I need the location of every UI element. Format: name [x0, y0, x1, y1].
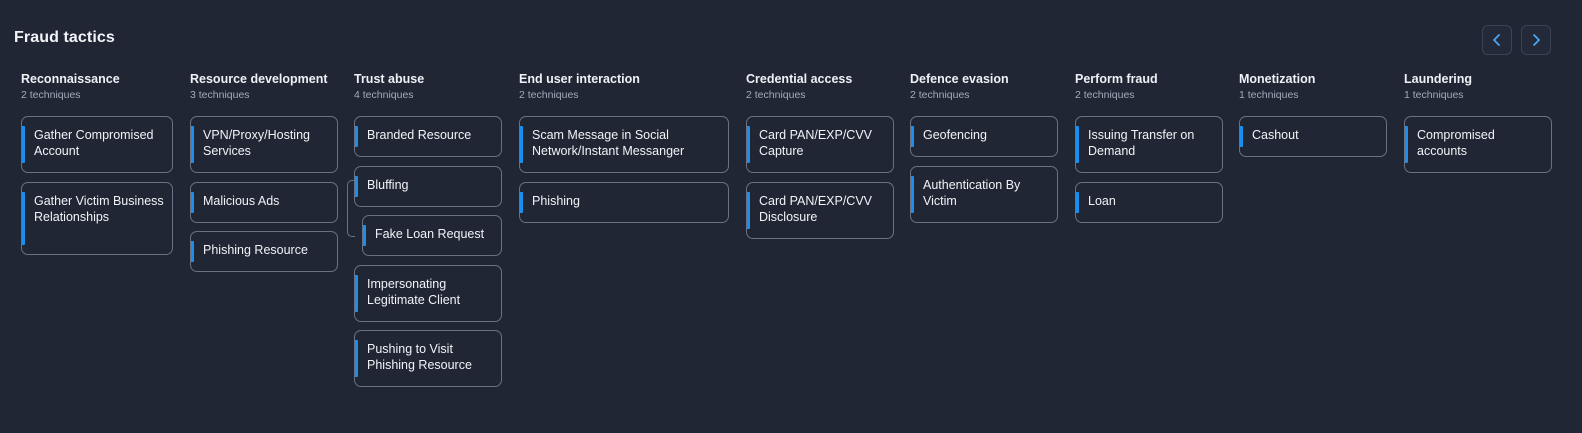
tactic-technique-count: 2 techniques — [519, 89, 579, 101]
technique-card[interactable]: Impersonating Legitimate Client — [354, 265, 502, 322]
tactic-technique-count: 1 techniques — [1404, 89, 1464, 101]
technique-card[interactable]: Scam Message in Social Network/Instant M… — [519, 116, 729, 173]
technique-label: Fake Loan Request — [375, 227, 485, 241]
technique-label: Phishing — [532, 194, 580, 208]
technique-label: Bluffing — [367, 178, 409, 192]
technique-card[interactable]: Issuing Transfer on Demand — [1075, 116, 1223, 173]
technique-card[interactable]: Card PAN/EXP/CVV Disclosure — [746, 182, 894, 239]
tactic-technique-count: 3 techniques — [190, 89, 250, 101]
technique-label: Malicious Ads — [203, 194, 280, 208]
next-button[interactable] — [1521, 25, 1551, 55]
technique-card[interactable]: Gather Victim Business Relationships — [21, 182, 173, 255]
tactic-technique-count: 2 techniques — [21, 89, 81, 101]
technique-label: Scam Message in Social Network/Instant M… — [532, 128, 685, 158]
tactic-title: Reconnaissance — [21, 72, 120, 86]
chevron-right-icon — [1529, 33, 1543, 47]
sub-technique-connector — [347, 180, 355, 237]
previous-button[interactable] — [1482, 25, 1512, 55]
technique-label: Card PAN/EXP/CVV Disclosure — [759, 194, 873, 224]
tactic-title: Defence evasion — [910, 72, 1009, 86]
technique-label: Pushing to Visit Phishing Resource — [367, 342, 472, 372]
technique-label: Cashout — [1252, 128, 1299, 142]
technique-card[interactable]: Compromised accounts — [1404, 116, 1552, 173]
technique-card[interactable]: Cashout — [1239, 116, 1387, 157]
technique-label: Branded Resource — [367, 128, 472, 142]
technique-card[interactable]: Phishing — [519, 182, 729, 223]
tactic-technique-count: 2 techniques — [1075, 89, 1135, 101]
technique-card[interactable]: Loan — [1075, 182, 1223, 223]
tactic-title: Credential access — [746, 72, 853, 86]
technique-card[interactable]: Authentication By Victim — [910, 166, 1058, 223]
technique-label: Gather Compromised Account — [34, 128, 154, 158]
technique-label: Authentication By Victim — [923, 178, 1021, 208]
technique-label: Issuing Transfer on Demand — [1088, 128, 1195, 158]
tactic-title: Monetization — [1239, 72, 1316, 86]
technique-card[interactable]: Card PAN/EXP/CVV Capture — [746, 116, 894, 173]
technique-label: Gather Victim Business Relationships — [34, 194, 164, 224]
chevron-left-icon — [1490, 33, 1504, 47]
technique-card[interactable]: Bluffing — [354, 166, 502, 207]
tactic-title: Perform fraud — [1075, 72, 1158, 86]
technique-card[interactable]: Phishing Resource — [190, 231, 338, 272]
technique-label: VPN/Proxy/Hosting Services — [203, 128, 310, 158]
technique-card[interactable]: Geofencing — [910, 116, 1058, 157]
tactic-technique-count: 4 techniques — [354, 89, 414, 101]
technique-label: Impersonating Legitimate Client — [367, 277, 461, 307]
technique-label: Geofencing — [923, 128, 987, 142]
technique-label: Compromised accounts — [1417, 128, 1495, 158]
tactic-title: Trust abuse — [354, 72, 425, 86]
page-title: Fraud tactics — [14, 29, 115, 46]
tactic-technique-count: 2 techniques — [746, 89, 806, 101]
technique-card[interactable]: Gather Compromised Account — [21, 116, 173, 173]
technique-card[interactable]: Branded Resource — [354, 116, 502, 157]
sub-technique-card[interactable]: Fake Loan Request — [362, 215, 502, 256]
technique-card[interactable]: Pushing to Visit Phishing Resource — [354, 330, 502, 387]
technique-card[interactable]: Malicious Ads — [190, 182, 338, 223]
technique-card[interactable]: VPN/Proxy/Hosting Services — [190, 116, 338, 173]
tactic-technique-count: 1 techniques — [1239, 89, 1299, 101]
tactic-title: Laundering — [1404, 72, 1473, 86]
tactic-title: End user interaction — [519, 72, 640, 86]
technique-label: Card PAN/EXP/CVV Capture — [759, 128, 873, 158]
technique-label: Phishing Resource — [203, 243, 308, 257]
tactic-technique-count: 2 techniques — [910, 89, 970, 101]
tactic-title: Resource development — [190, 72, 328, 86]
technique-label: Loan — [1088, 194, 1116, 208]
